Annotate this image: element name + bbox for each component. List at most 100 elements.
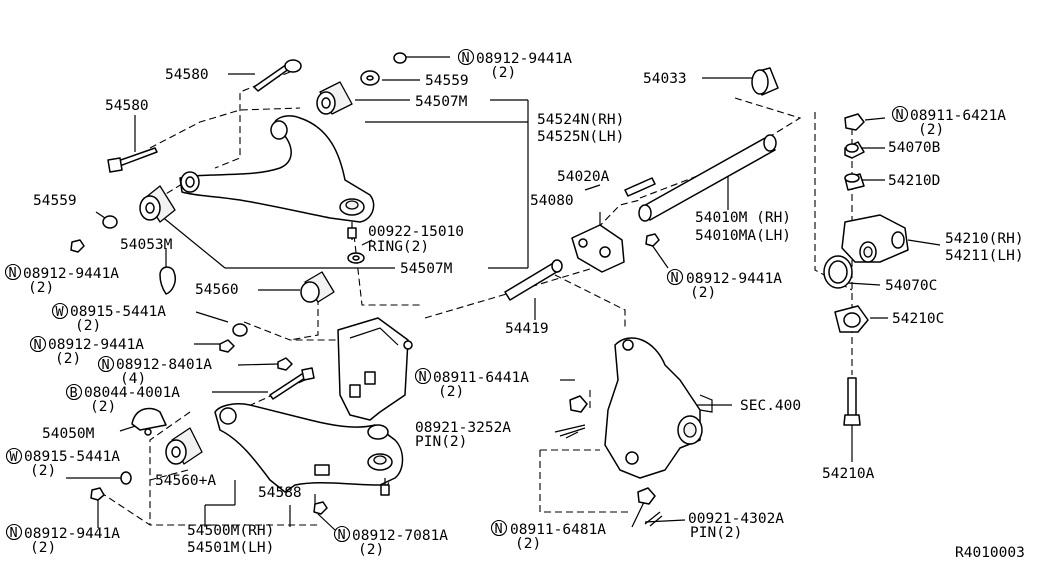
label-08921: 08921-3252A — [415, 420, 511, 436]
part-code: 08912-9441A — [23, 266, 119, 282]
nut-bottom — [90, 487, 105, 501]
prefix-letter: N — [338, 527, 346, 543]
bolt-08044 — [269, 367, 315, 400]
bracket-54210 — [841, 214, 909, 263]
part-qty: (2) — [918, 122, 944, 138]
part-qty: (2) — [90, 399, 116, 415]
prefix-letter: N — [495, 521, 503, 537]
label-54053m: 54053M — [120, 237, 173, 253]
label-b-08044-4001a: B 08044-4001A (2) — [65, 383, 180, 415]
bolt-54020a — [624, 177, 656, 197]
nut-6441 — [569, 395, 588, 413]
cotter-pin-00921 — [644, 511, 663, 527]
part-code: 08912-9441A — [476, 51, 572, 67]
label-pin-2a: PIN(2) — [415, 434, 467, 450]
label-54524n: 54524N(RH) — [537, 112, 624, 128]
part-qty: (2) — [30, 463, 56, 479]
part-labels: 54580 54580 54559 54559 54507M 54507M 54… — [33, 67, 1025, 561]
label-n-08912-9441a-left: N 08912-9441A (2) — [4, 263, 119, 296]
upper-control-arm — [179, 115, 375, 240]
prefix-letter: N — [34, 337, 42, 353]
part-qty: (2) — [28, 280, 54, 296]
label-sec400: SEC.400 — [740, 398, 801, 414]
bracket-54080 — [571, 224, 625, 273]
prefix-letter: W — [56, 304, 65, 320]
ring-00922 — [347, 252, 365, 264]
prefixed-part-labels: N 08912-9441A (2) N 08912-9441A (2) W 08… — [4, 48, 1006, 558]
prefix-letter: N — [462, 50, 470, 66]
nut-top — [393, 52, 407, 64]
part-code: 08911-6481A — [510, 522, 606, 538]
label-54080: 54080 — [530, 193, 574, 209]
upper-arm-bolt-top — [253, 59, 302, 92]
part-code: 08911-6441A — [433, 370, 529, 386]
label-54210a: 54210A — [822, 466, 875, 482]
label-54010m: 54010M (RH) — [695, 210, 791, 226]
prefix-letter: N — [896, 107, 904, 123]
prefix-letter: B — [70, 385, 78, 401]
washer-08915-b — [120, 471, 132, 485]
label-54419: 54419 — [505, 321, 549, 337]
label-54501m: 54501M(LH) — [187, 540, 274, 556]
prefix-letter: N — [419, 369, 427, 385]
label-n-08912-9441a-center: N 08912-9441A (2) — [666, 268, 782, 301]
part-code: 08912-9441A — [686, 271, 782, 287]
part-qty: (2) — [55, 351, 81, 367]
crossmember-bracket — [337, 317, 413, 421]
part-qty: (2) — [515, 536, 541, 552]
prefix-letter: N — [9, 265, 17, 281]
label-54010ma: 54010MA(LH) — [695, 228, 791, 244]
bushing-54210d — [844, 173, 865, 191]
label-n-08911-6421a: N 08911-6421A (2) — [891, 105, 1006, 138]
label-n-08911-6441a: N 08911-6441A (2) — [414, 367, 529, 400]
part-code: 08915-5441A — [70, 304, 166, 320]
label-n-08912-9441a-bottom: N 08912-9441A (2) — [5, 523, 120, 556]
label-54525n: 54525N(LH) — [537, 129, 624, 145]
washer-54559-top — [360, 70, 380, 86]
bumper-54050m — [131, 407, 167, 436]
part-code: 08912-7081A — [352, 528, 448, 544]
label-54050m: 54050M — [42, 426, 95, 442]
part-qty: (2) — [75, 318, 101, 334]
nut-left — [70, 239, 85, 253]
bushing-54560a — [165, 427, 203, 465]
part-code: 08915-5441A — [24, 449, 120, 465]
bushing-54507m-left — [139, 185, 176, 223]
prefix-letter: N — [10, 525, 18, 541]
lower-control-arm — [214, 403, 404, 496]
washer-08915-a — [232, 323, 248, 337]
nut-6421 — [844, 113, 865, 131]
bushing-54507m-top — [316, 81, 353, 115]
prefix-letter: N — [671, 270, 679, 286]
label-n-08912-7081a: N 08912-7081A (2) — [333, 525, 448, 558]
label-n-08912-8401a: N 08912-8401A (4) — [97, 355, 212, 387]
label-54507m-bottom: 54507M — [400, 261, 453, 277]
label-54580-top: 54580 — [165, 67, 209, 83]
reference-code: R4010003 — [955, 545, 1025, 561]
nut-7081 — [313, 501, 328, 515]
label-54210c: 54210C — [892, 311, 944, 327]
part-qty: (2) — [690, 285, 716, 301]
part-qty: (4) — [120, 371, 146, 387]
cap-54033 — [751, 67, 779, 96]
label-54560: 54560 — [195, 282, 239, 298]
bumper-54053m — [159, 266, 177, 295]
bushing-54210c — [834, 305, 869, 333]
label-00921: 00921-4302A — [688, 511, 784, 527]
part-code: 08912-9441A — [48, 337, 144, 353]
pin-54419 — [504, 259, 563, 301]
washer-54070c — [823, 255, 853, 289]
prefix-letter: N — [102, 357, 110, 373]
label-54507m-top: 54507M — [415, 94, 468, 110]
upper-arm-bolt-left — [107, 147, 158, 173]
label-54070b: 54070B — [888, 140, 941, 156]
nut-center — [645, 233, 660, 247]
part-qty: (2) — [358, 542, 384, 558]
part-qty: (2) — [438, 384, 464, 400]
part-code: 08912-8401A — [116, 357, 212, 373]
nut-8401 — [277, 357, 293, 371]
nut-6481 — [637, 487, 656, 505]
label-ring-2: RING(2) — [368, 239, 429, 255]
label-54559-top: 54559 — [425, 73, 469, 89]
label-54588: 54588 — [258, 485, 302, 501]
